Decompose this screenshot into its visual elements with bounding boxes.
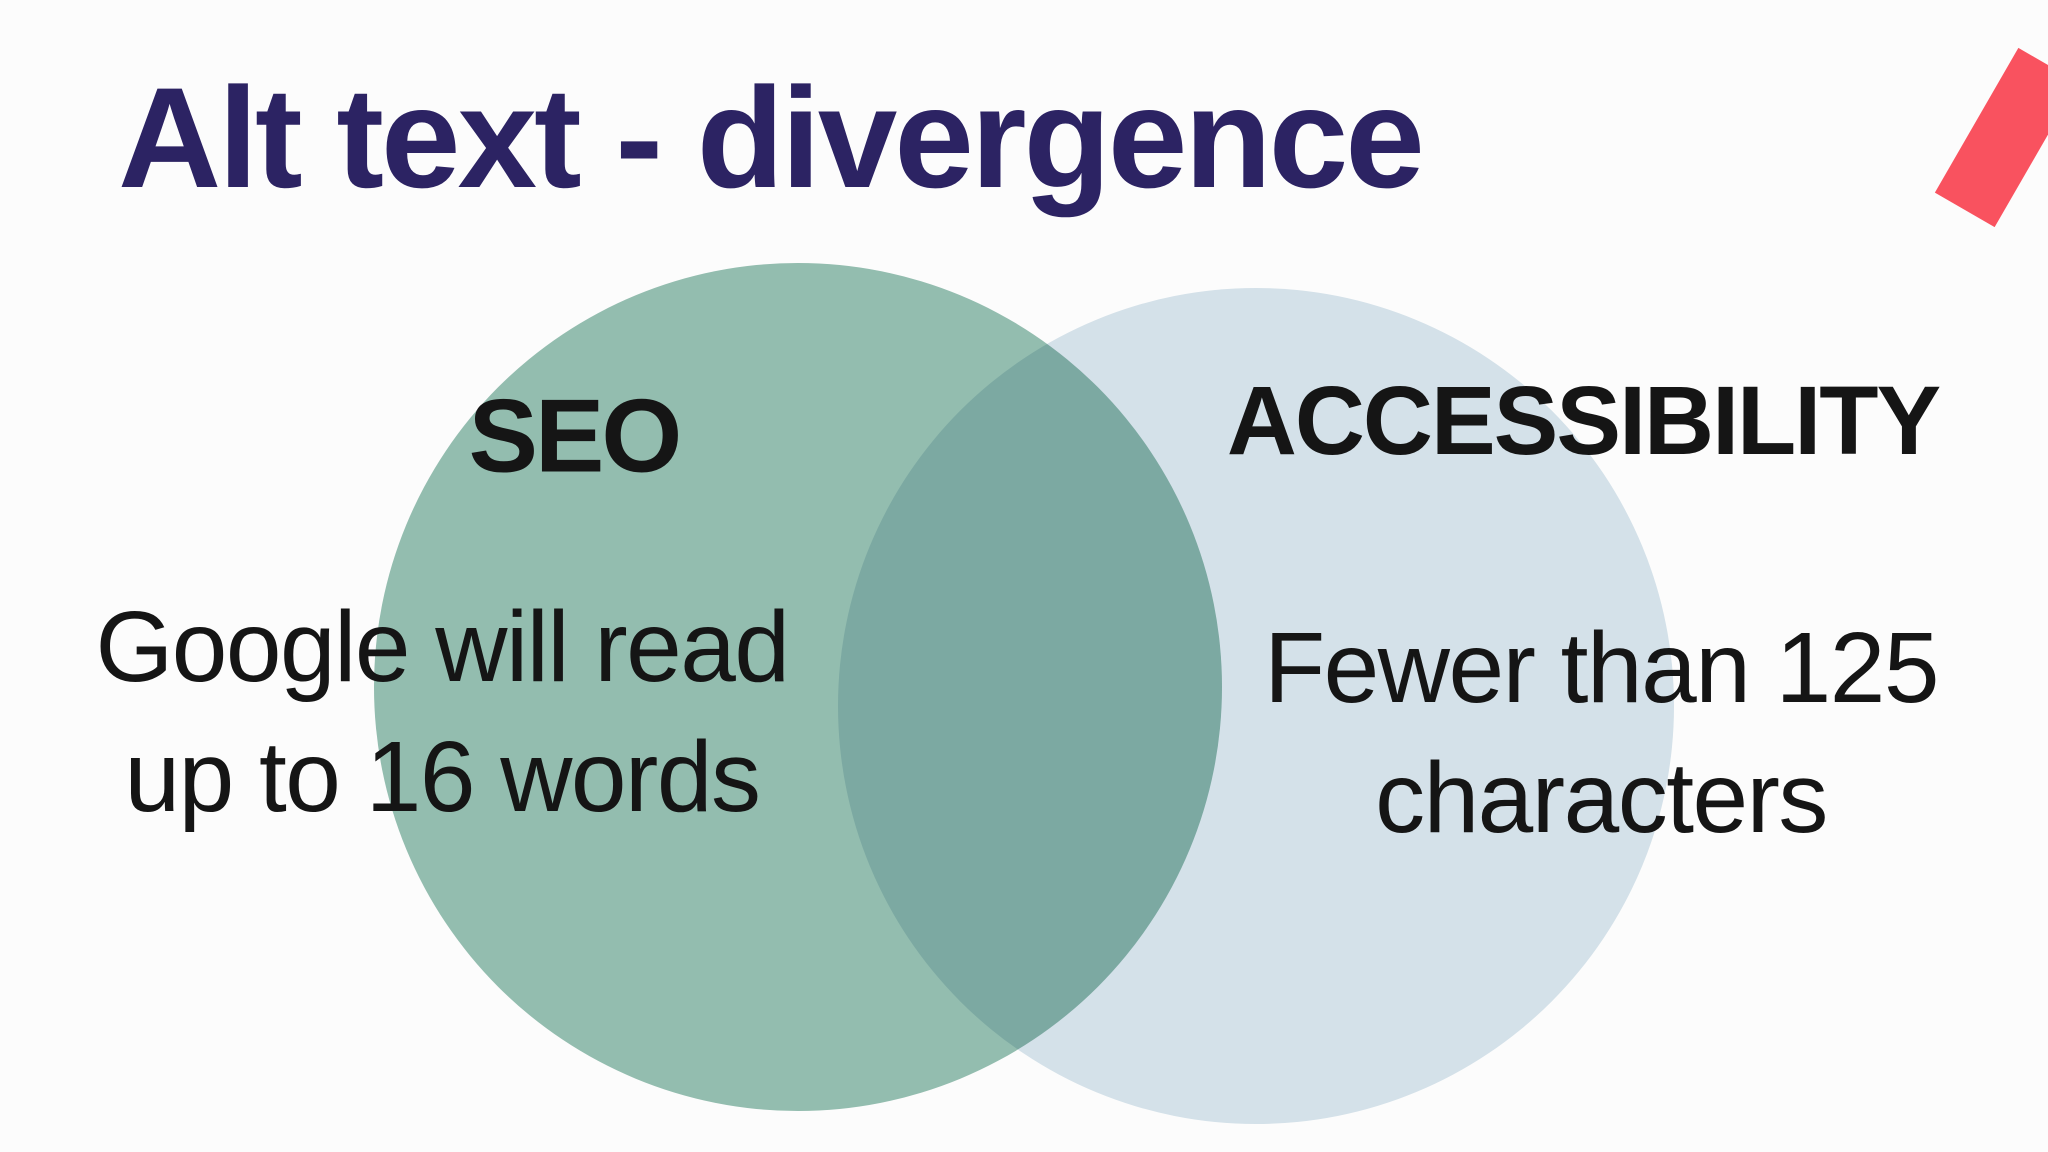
- seo-description: Google will read up to 16 words: [95, 582, 790, 842]
- venn-circle-accessibility: [838, 288, 1674, 1124]
- seo-description-line1: Google will read: [95, 591, 790, 703]
- page-title: Alt text - divergence: [118, 59, 1425, 218]
- accessibility-description: Fewer than 125 characters: [1264, 603, 1939, 863]
- accessibility-description-line2: characters: [1375, 742, 1828, 854]
- accessibility-label: ACCESSIBILITY: [1226, 366, 1941, 475]
- seo-label: SEO: [468, 378, 683, 495]
- accessibility-description-line1: Fewer than 125: [1264, 612, 1939, 724]
- seo-description-line2: up to 16 words: [124, 721, 761, 833]
